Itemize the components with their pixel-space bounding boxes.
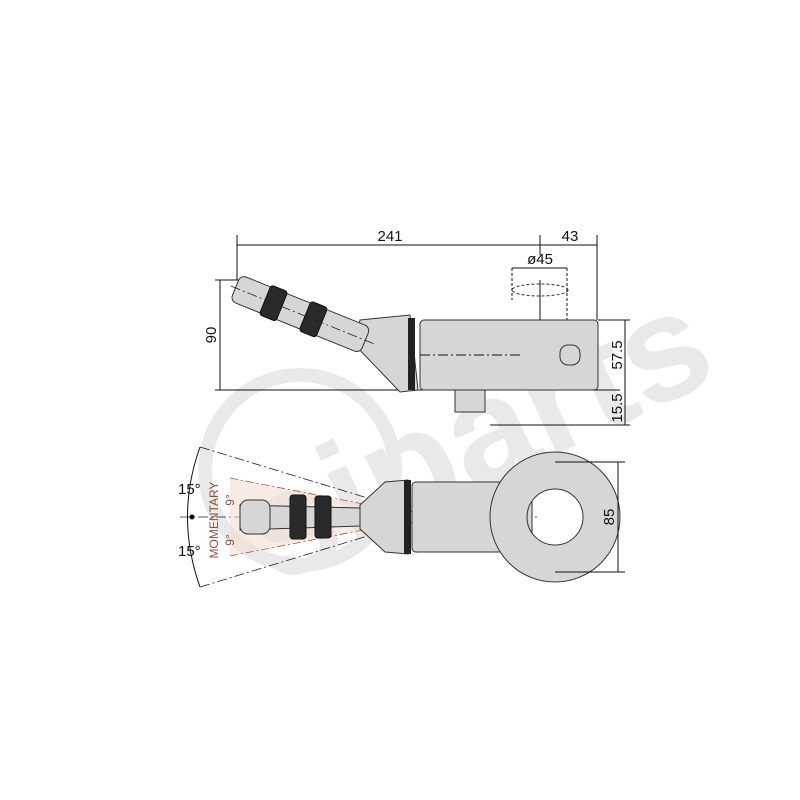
mounting-ring [489,451,621,583]
angle-15-top: 15° [178,481,201,498]
angle-15-bottom: 15° [178,543,201,560]
dim-241: 241 [377,228,402,245]
momentary-angle-top: 9° [223,494,237,506]
momentary-label: MOMENTARY [207,482,221,559]
dim-90: 90 [203,327,220,344]
connector [454,389,486,413]
lever-handle [230,276,375,352]
dim-15-5: 15.5 [609,393,626,422]
lever-handle-bottom [239,494,361,540]
dim-85: 85 [601,509,618,526]
top-view: 241 43 ø45 90 57.5 15.5 [203,228,630,426]
dim-57-5: 57.5 [609,340,626,369]
dim-diameter-45: ø45 [527,251,553,268]
dim-43: 43 [562,228,579,245]
bottom-view: 15° 15° MOMENTARY 9° 9° 85 [178,446,625,588]
momentary-angle-bottom: 9° [223,534,237,546]
